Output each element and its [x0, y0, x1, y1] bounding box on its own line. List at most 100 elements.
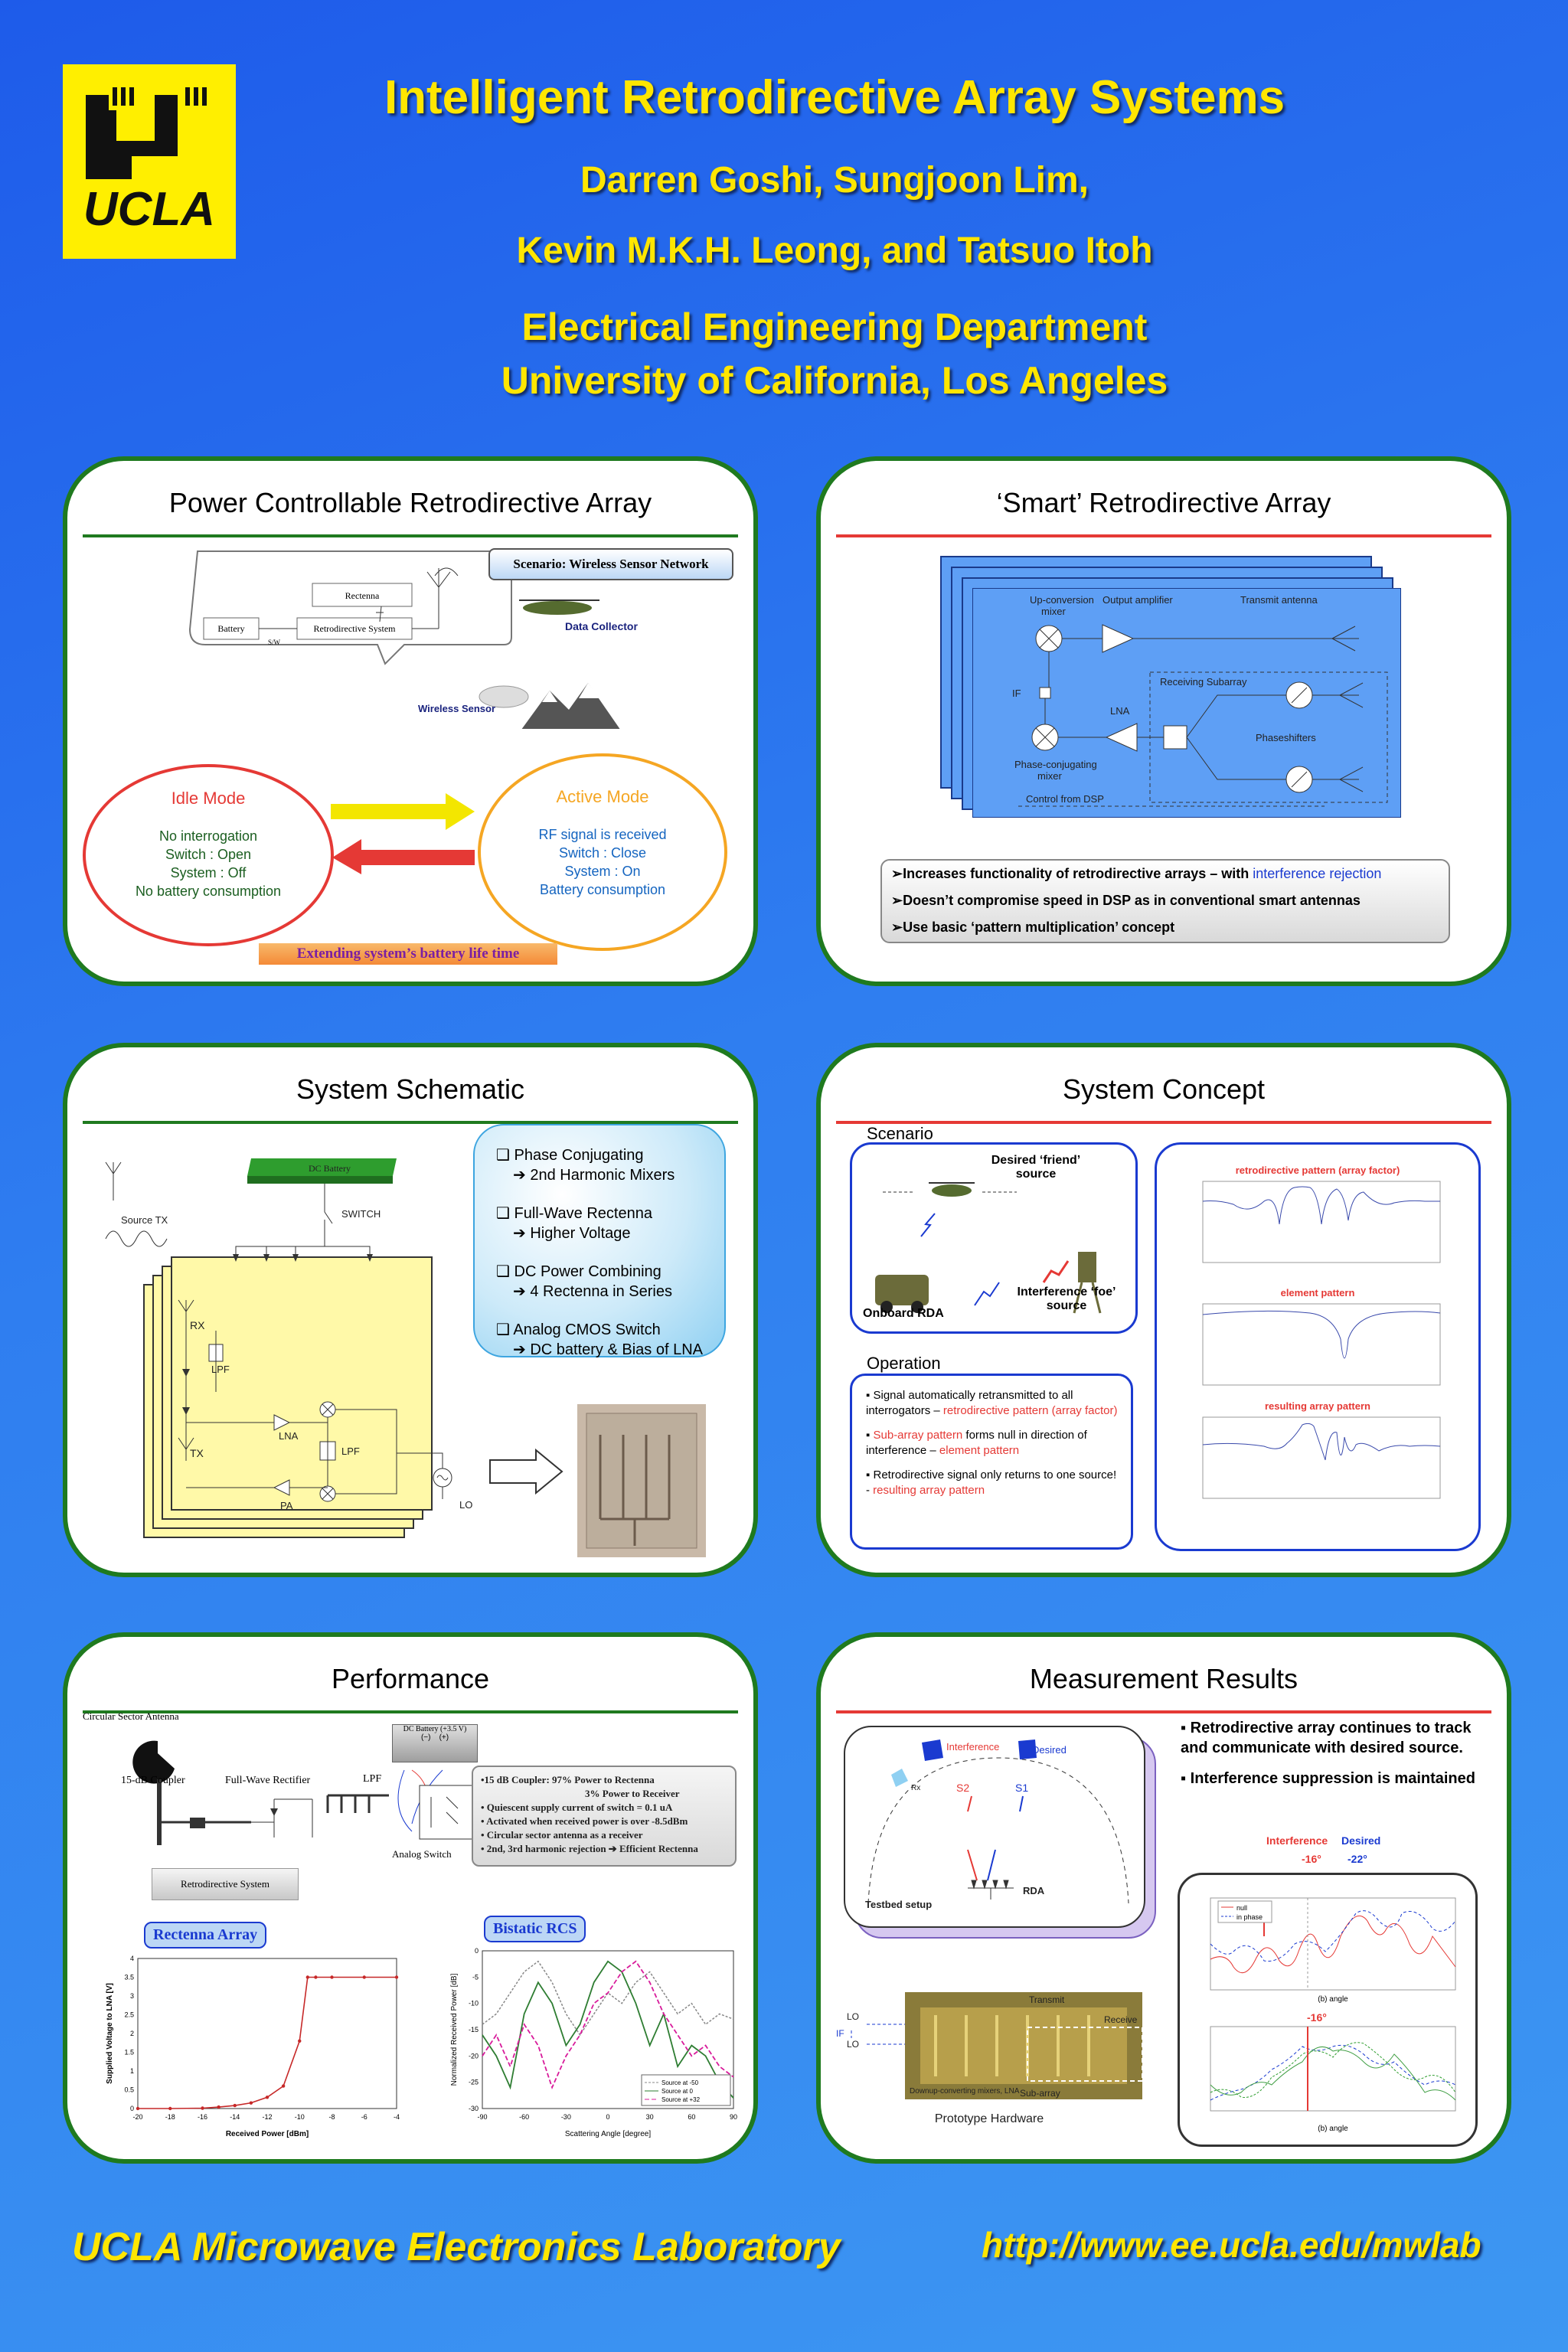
measured-pattern-top: null in phase (b) angle — [1210, 1897, 1456, 2004]
wireless-sensor-label: Wireless Sensor — [418, 703, 496, 714]
friend-label: Desired ‘friend’ — [991, 1154, 1081, 1167]
performance-notes: •15 dB Coupler: 97% Power to Rectenna 3%… — [472, 1766, 737, 1867]
minus-label: (−) — [420, 1733, 431, 1742]
scenario-heading: Scenario — [867, 1124, 933, 1143]
outamp-label: Output amplifier — [1102, 594, 1173, 606]
idle-mode-title: Idle Mode — [171, 789, 246, 808]
if-label: IF — [1012, 688, 1021, 699]
x-tick-label: -18 — [165, 2113, 175, 2121]
data-point — [362, 1975, 366, 1979]
legend-label: Source at +32 — [662, 2096, 701, 2103]
data-collector-label: Data Collector — [565, 620, 638, 632]
y-tick-label: 3 — [130, 1992, 134, 2000]
feature-item: ❑ Phase Conjugating — [496, 1147, 644, 1164]
schematic-diagram: DC Battery SWITCH Source TX RX TX LPF LP… — [105, 1158, 472, 1538]
active-line: RF signal is received — [538, 827, 667, 842]
analog-switch-diagram — [397, 1769, 474, 1840]
y-tick-label: -30 — [469, 2105, 479, 2112]
switch-label: SWITCH — [341, 1208, 381, 1220]
subarray-label: Sub-array — [1020, 2088, 1060, 2099]
panel-title: Measurement Results — [1029, 1663, 1298, 1694]
legend-null: null — [1236, 1904, 1247, 1912]
lpf-label: LPF — [363, 1773, 382, 1785]
x-tick-label: -4 — [394, 2113, 400, 2121]
lab-url[interactable]: http://www.ee.ucla.edu/mwlab — [982, 2225, 1481, 2265]
data-point — [201, 2106, 204, 2110]
title-rule — [836, 1710, 1491, 1713]
bullet-item: ➢Use basic ‘pattern multiplication’ conc… — [891, 920, 1175, 935]
y-tick-label: 2.5 — [124, 2011, 134, 2019]
operation-item: ▪ Signal automatically retransmitted to … — [866, 1389, 1118, 1417]
measured-pattern-bottom: (b) angle — [1210, 2026, 1456, 2133]
interference-marker: Interference — [1266, 1834, 1328, 1847]
active-mode-ellipse: Active Mode RF signal is received Switch… — [478, 753, 727, 951]
tx-label: TX — [190, 1447, 204, 1459]
pattern-plots-box: retrodirective pattern (array factor) el… — [1155, 1142, 1481, 1551]
data-point — [281, 2084, 286, 2088]
performance-circuit — [132, 1740, 389, 1845]
resulting-pattern-plot — [1202, 1416, 1441, 1499]
array-factor-plot — [1202, 1181, 1441, 1263]
measurement-bullets: ▪ Retrodirective array continues to trac… — [1181, 1718, 1487, 1788]
scenario-box: Desired ‘friend’ source Onboard RDA Inte… — [850, 1142, 1138, 1334]
plus-label: (+) — [439, 1733, 449, 1742]
prototype-hardware-photo: Transmit Receive LO LO IF Downup-convert… — [836, 1992, 1143, 2125]
x-tick-label: -8 — [328, 2113, 335, 2121]
dsp-label: Control from DSP — [1026, 793, 1104, 805]
title-rule — [836, 1121, 1491, 1124]
y-tick-label: -5 — [472, 1973, 479, 1981]
x-tick-label: 30 — [646, 2113, 654, 2121]
fwr-label: Full-Wave Rectifier — [225, 1775, 311, 1786]
plot-angle-label: -16° — [1307, 2011, 1327, 2024]
panel-smart-array: ‘Smart’ Retrodirective Array Up-conversi… — [816, 456, 1511, 986]
authors-line2: Kevin M.K.H. Leong, and Tatsuo Itoh — [516, 230, 1153, 271]
scenario-badge: Scenario: Wireless Sensor Network — [488, 548, 733, 580]
battery-label: Battery — [217, 623, 244, 634]
battery-life-banner: Extending system’s battery life time — [259, 943, 557, 965]
if-label: IF — [836, 2028, 844, 2039]
data-point — [305, 1975, 310, 1979]
university: University of California, Los Angeles — [501, 359, 1168, 402]
pcm-label: Phase-conjugating — [1014, 759, 1097, 770]
phaseshifter-label: Phaseshifters — [1256, 732, 1316, 743]
series-line — [138, 1976, 397, 2109]
note-line: 3% Power to Receiver — [585, 1788, 680, 1799]
recv-subarray-label: Receiving Subarray — [1160, 676, 1247, 688]
testbed-box: Interference Desired S2 S1 Rx RDA Testbe… — [844, 1726, 1145, 1928]
data-point — [394, 1975, 399, 1979]
plot-frame — [137, 1958, 397, 2109]
s2-label: S2 — [956, 1782, 969, 1794]
bullet-item: ➢Doesn’t compromise speed in DSP as in c… — [891, 893, 1361, 908]
lna-label: LNA — [279, 1430, 299, 1442]
x-tick-label: -14 — [230, 2113, 240, 2121]
rectenna-array-label: Rectenna Array — [144, 1922, 267, 1949]
testbed-diagram: Interference Desired S2 S1 Rx RDA Testbe… — [865, 1740, 1129, 1910]
bullet-item: ▪ Retrodirective array continues to trac… — [1181, 1720, 1472, 1756]
note-line: • Quiescent supply current of switch = 0… — [481, 1802, 673, 1813]
circ-antenna-label: Circular Sector Antenna — [83, 1710, 179, 1722]
rda-label: RDA — [1023, 1885, 1045, 1896]
desired-marker: Desired — [1341, 1834, 1381, 1847]
series-line — [482, 1960, 734, 2037]
idle-mode-ellipse: Idle Mode No interrogation Switch : Open… — [83, 764, 334, 946]
feature-sub: ➔ Higher Voltage — [513, 1225, 631, 1242]
y-tick-label: 1 — [130, 2067, 134, 2075]
arrow-icon — [489, 1449, 564, 1494]
mixer-label: mixer — [1041, 606, 1066, 617]
lo-label: LO — [847, 2039, 859, 2050]
element-pattern-plot — [1202, 1303, 1441, 1386]
lo-label: LO — [459, 1499, 472, 1511]
feature-sub: ➔ 4 Rectenna in Series — [513, 1283, 672, 1300]
desired-label: Desired — [1032, 1744, 1067, 1756]
desired-angle: -22° — [1348, 1853, 1367, 1865]
x-axis-label: (b) angle — [1318, 1995, 1348, 2004]
legend-box — [641, 2074, 731, 2106]
y-tick-label: 0 — [475, 1947, 479, 1955]
data-point — [249, 2101, 253, 2105]
lna-label: LNA — [1110, 705, 1130, 717]
y-tick-label: -20 — [469, 2052, 479, 2060]
note-line: • Activated when received power is over … — [481, 1815, 688, 1827]
dc-battery-label: DC Battery (+3.5 V) — [403, 1725, 467, 1733]
data-point — [217, 2105, 220, 2109]
